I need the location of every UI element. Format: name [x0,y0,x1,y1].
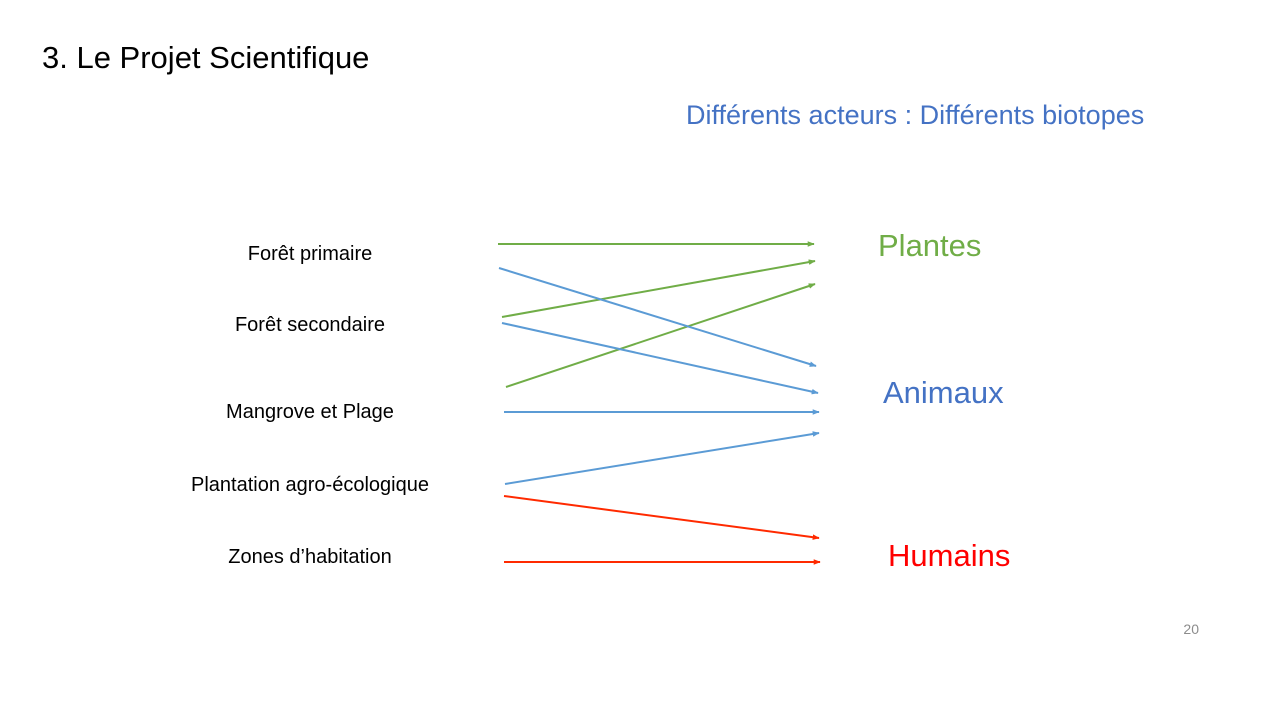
arrow-mangrove-plantes [505,283,816,388]
slide-title: 3. Le Projet Scientifique [42,40,370,75]
actor-animaux: Animaux [883,375,1004,410]
arrow-plantation-humains [503,495,820,540]
arrow-foret-secondaire-plantes [501,259,816,318]
arrow-foret-secondaire-animaux [501,322,819,395]
biotope-foret-primaire: Forêt primaire [247,243,373,265]
arrow-plantation-animaux [504,431,820,485]
arrow-foret-primaire-animaux [498,267,817,367]
biotope-zones-habitation: Zones d’habitation [228,546,392,568]
slide-subtitle: Différents acteurs : Différents biotopes [686,100,1145,130]
actor-plantes: Plantes [878,228,982,263]
actor-humains: Humains [888,538,1011,573]
page-number: 20 [1183,621,1199,637]
biotope-plantation: Plantation agro-écologique [191,474,429,496]
biotope-foret-secondaire: Forêt secondaire [234,314,386,336]
biotope-mangrove-plage: Mangrove et Plage [226,401,394,423]
